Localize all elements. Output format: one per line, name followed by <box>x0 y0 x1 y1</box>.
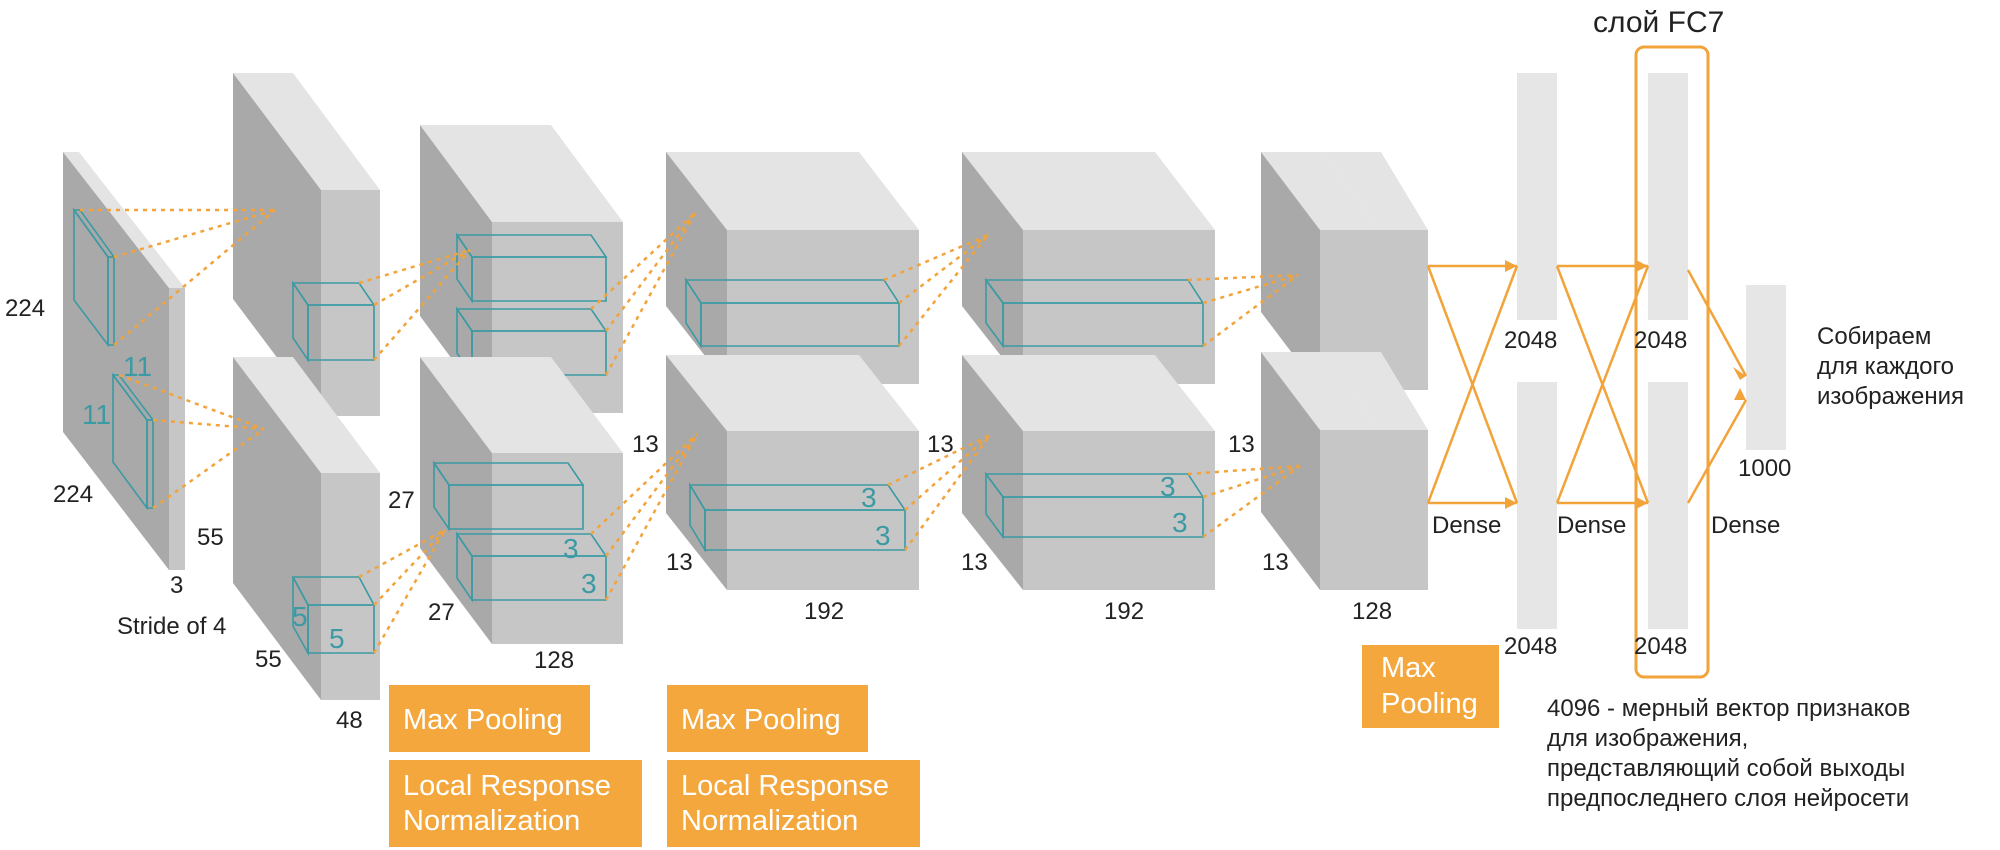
lrn-box-2-line-1: Local Response <box>681 770 889 802</box>
conv1-depth-label: 48 <box>336 707 363 734</box>
conv4-kernel-a-label: 3 <box>1160 471 1176 502</box>
conv2-bottom-block <box>420 357 623 644</box>
dense1-bottom-size-label: 2048 <box>1504 633 1557 660</box>
conv3-kernel-a-label: 3 <box>861 482 877 513</box>
conv4-size-b-label: 13 <box>961 549 988 576</box>
dense1-top-size-label: 2048 <box>1504 327 1557 354</box>
collect-note-line-3: изображения <box>1817 383 1964 410</box>
input-width-label: 224 <box>53 481 93 508</box>
conv3-size-b-label: 13 <box>666 549 693 576</box>
lrn-box-1: Local Response Normalization <box>389 760 642 847</box>
projection-lines <box>80 208 1301 654</box>
conv3-depth-label: 192 <box>804 598 844 625</box>
vector-note-line-1: 4096 - мерный вектор признаков <box>1547 695 1910 722</box>
conv2-top-block <box>420 125 623 413</box>
conv5-bottom-block <box>1261 352 1428 590</box>
conv4-top-block <box>962 152 1215 384</box>
conv5-top-block <box>1261 152 1428 390</box>
conv3-kernel-b-label: 3 <box>875 520 891 551</box>
conv2-depth-label: 128 <box>534 647 574 674</box>
lrn-box-1-line-1: Local Response <box>403 770 611 802</box>
dense2-bottom-size-label: 2048 <box>1634 633 1687 660</box>
vector-note-line-4: предпоследнего слоя нейросети <box>1547 785 1909 812</box>
input-height-label: 224 <box>5 295 45 322</box>
dense2-top-size-label: 2048 <box>1634 327 1687 354</box>
input-volume <box>63 152 185 570</box>
collect-note-line-2: для каждого <box>1817 353 1954 380</box>
dense1-label: Dense <box>1432 512 1501 539</box>
conv3-size-a-label: 13 <box>632 431 659 458</box>
conv2-size-b-label: 27 <box>428 599 455 626</box>
lrn-box-2-line-2: Normalization <box>681 805 858 837</box>
fc7-title: слой FC7 <box>1593 6 1724 39</box>
conv1-kernel-a-label: 5 <box>292 601 308 632</box>
conv5-size-a-label: 13 <box>1228 431 1255 458</box>
conv4-kernel-b-label: 3 <box>1172 507 1188 538</box>
dense-connections <box>1426 264 1748 505</box>
conv2-kernel-b-label: 3 <box>581 568 597 599</box>
max-pooling-box-2-label: Max Pooling <box>681 704 841 736</box>
vector-note-line-2: для изображения, <box>1547 725 1748 752</box>
stride-label: Stride of 4 <box>117 613 226 640</box>
conv1-size-a-label: 55 <box>197 524 224 551</box>
max-pooling-box-1-label: Max Pooling <box>403 704 563 736</box>
max-pooling-box-3: Max Pooling <box>1362 645 1499 728</box>
conv4-depth-label: 192 <box>1104 598 1144 625</box>
max-pooling-box-3-line-2: Pooling <box>1381 688 1478 720</box>
vector-note-line-3: представляющий собой выходы <box>1547 755 1905 782</box>
collect-note-line-1: Собираем <box>1817 323 1931 350</box>
input-kernel-h-label: 11 <box>123 351 152 382</box>
output-size-label: 1000 <box>1738 455 1791 482</box>
conv3-top-block <box>666 152 919 384</box>
input-depth-label: 3 <box>170 572 183 599</box>
max-pooling-box-2: Max Pooling <box>667 685 868 752</box>
conv5-depth-label: 128 <box>1352 598 1392 625</box>
arrowheads <box>1505 260 1746 509</box>
fc7-highlight-frame <box>1634 45 1710 679</box>
conv3-bottom-block <box>666 355 919 590</box>
dense2-label: Dense <box>1557 512 1626 539</box>
lrn-box-1-line-2: Normalization <box>403 805 580 837</box>
conv1-size-b-label: 55 <box>255 646 282 673</box>
conv4-bottom-block <box>962 355 1215 590</box>
max-pooling-box-1: Max Pooling <box>389 685 590 752</box>
max-pooling-box-3-line-1: Max <box>1381 652 1436 684</box>
conv1-kernel-b-label: 5 <box>329 623 345 654</box>
dense-bars <box>1517 73 1786 629</box>
output-dense-label: Dense <box>1711 512 1780 539</box>
conv1-bottom-block <box>233 357 380 700</box>
lrn-box-2: Local Response Normalization <box>667 760 920 847</box>
conv2-kernel-a-label: 3 <box>563 533 579 564</box>
conv5-size-b-label: 13 <box>1262 549 1289 576</box>
conv2-size-a-label: 27 <box>388 487 415 514</box>
input-kernel-w-label: 11 <box>82 399 111 430</box>
conv1-top-block <box>233 73 380 416</box>
conv4-size-a-label: 13 <box>927 431 954 458</box>
